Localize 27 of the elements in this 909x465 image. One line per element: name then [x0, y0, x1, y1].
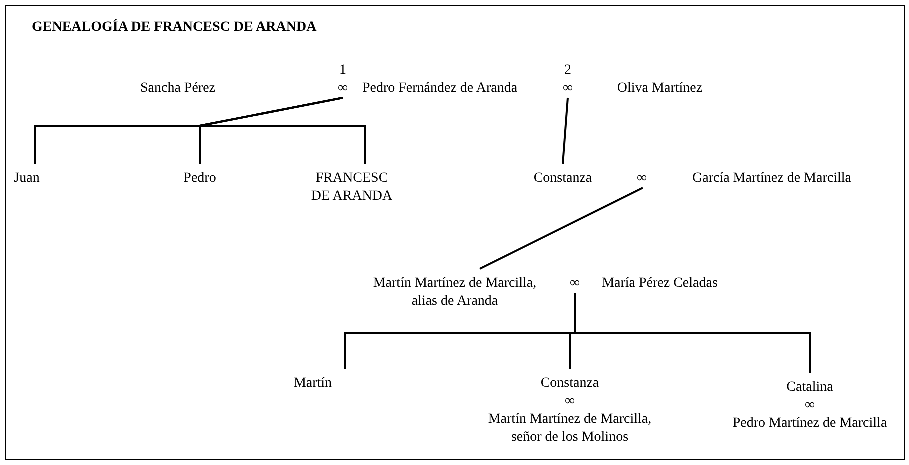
marriage-symbol: ∞ — [337, 80, 349, 98]
person-name: María Pérez Celadas — [601, 275, 719, 293]
person-name: Constanza — [540, 375, 600, 393]
person-name: Constanza — [532, 170, 594, 188]
person-name: Juan — [13, 170, 41, 188]
marriage-symbol: ∞ — [569, 275, 581, 293]
marriage-symbol: ∞ — [636, 170, 648, 188]
person-name: Pedro Martínez de Marcilla — [732, 415, 888, 433]
person-name: Oliva Martínez — [616, 80, 704, 98]
person-name: Pedro — [182, 170, 218, 188]
diagram-title: GENEALOGÍA DE FRANCESC DE ARANDA — [32, 20, 317, 36]
descent-line — [480, 187, 644, 270]
descent-line — [562, 98, 569, 164]
marriage-number: 2 — [564, 62, 572, 80]
person-name: García Martínez de Marcilla — [692, 170, 852, 188]
marriage-symbol: ∞ — [804, 397, 816, 415]
person-name: Catalina — [786, 379, 834, 397]
marriage-symbol: ∞ — [564, 393, 576, 411]
marriage-symbol: ∞ — [562, 80, 574, 98]
person-name: Martín Martínez de Marcilla, alias de Aranda — [372, 275, 538, 311]
person-name: FRANCESC DE ARANDA — [310, 170, 394, 206]
marriage-number: 1 — [338, 62, 348, 80]
person-name: Martín — [292, 375, 334, 393]
person-name: Pedro Fernández de Aranda — [361, 80, 519, 98]
person-name: Sancha Pérez — [139, 80, 217, 98]
descent-line — [574, 293, 811, 373]
person-name: Martín Martínez de Marcilla, señor de los Molinos — [487, 411, 653, 447]
